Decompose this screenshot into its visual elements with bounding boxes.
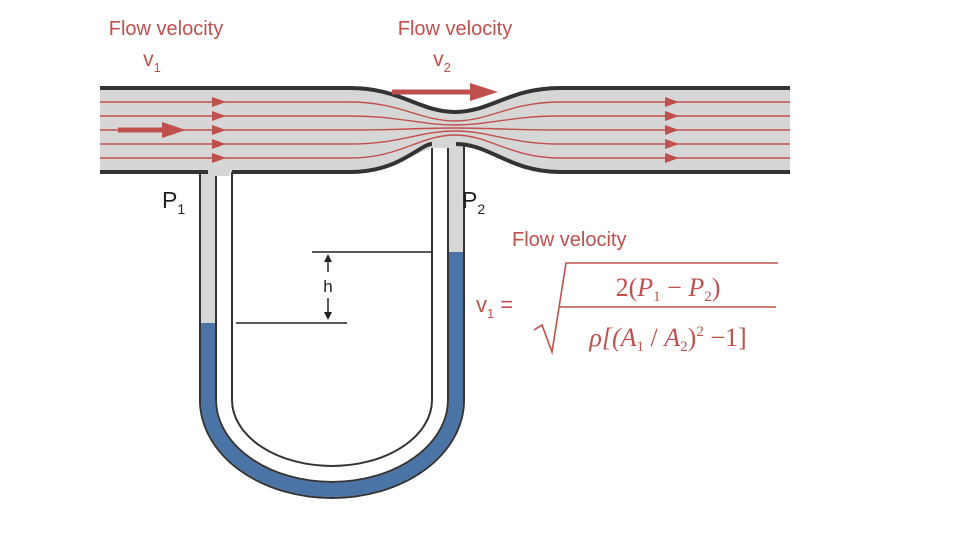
p1-label: P1	[162, 187, 185, 217]
flow-velocity-v1-title: Flow velocity	[109, 18, 223, 40]
formula-denominator: ρ[(A1 / A2)2 −1]	[588, 323, 746, 355]
flow-velocity-formula: v1= 2(P1 − P2) ρ[(A1 / A2)2 −1]	[476, 262, 778, 356]
v1-label: v1	[143, 48, 161, 75]
pipe-body	[100, 88, 790, 172]
flow-arrow-throat	[392, 83, 498, 101]
formula-numerator: 2(P1 − P2)	[616, 273, 721, 305]
u-tube-manometer	[199, 144, 465, 499]
formula-lhs: v1=	[476, 292, 513, 321]
flow-arrow-inlet	[118, 122, 186, 138]
v2-label: v2	[433, 48, 451, 75]
streamline-arrowheads	[212, 97, 679, 163]
venturi-pipe	[100, 86, 790, 176]
formula-title: Flow velocity	[512, 229, 626, 251]
manometer-fluid	[201, 252, 463, 497]
p2-label: P2	[462, 187, 485, 217]
streamlines	[100, 101, 790, 159]
flow-velocity-v2-title: Flow velocity	[398, 18, 512, 40]
height-label: h	[323, 277, 332, 296]
pipe-top-wall	[100, 86, 790, 115]
height-indicator	[236, 251, 432, 324]
pipe-bottom-wall	[100, 142, 790, 174]
radical-sign	[533, 262, 778, 356]
